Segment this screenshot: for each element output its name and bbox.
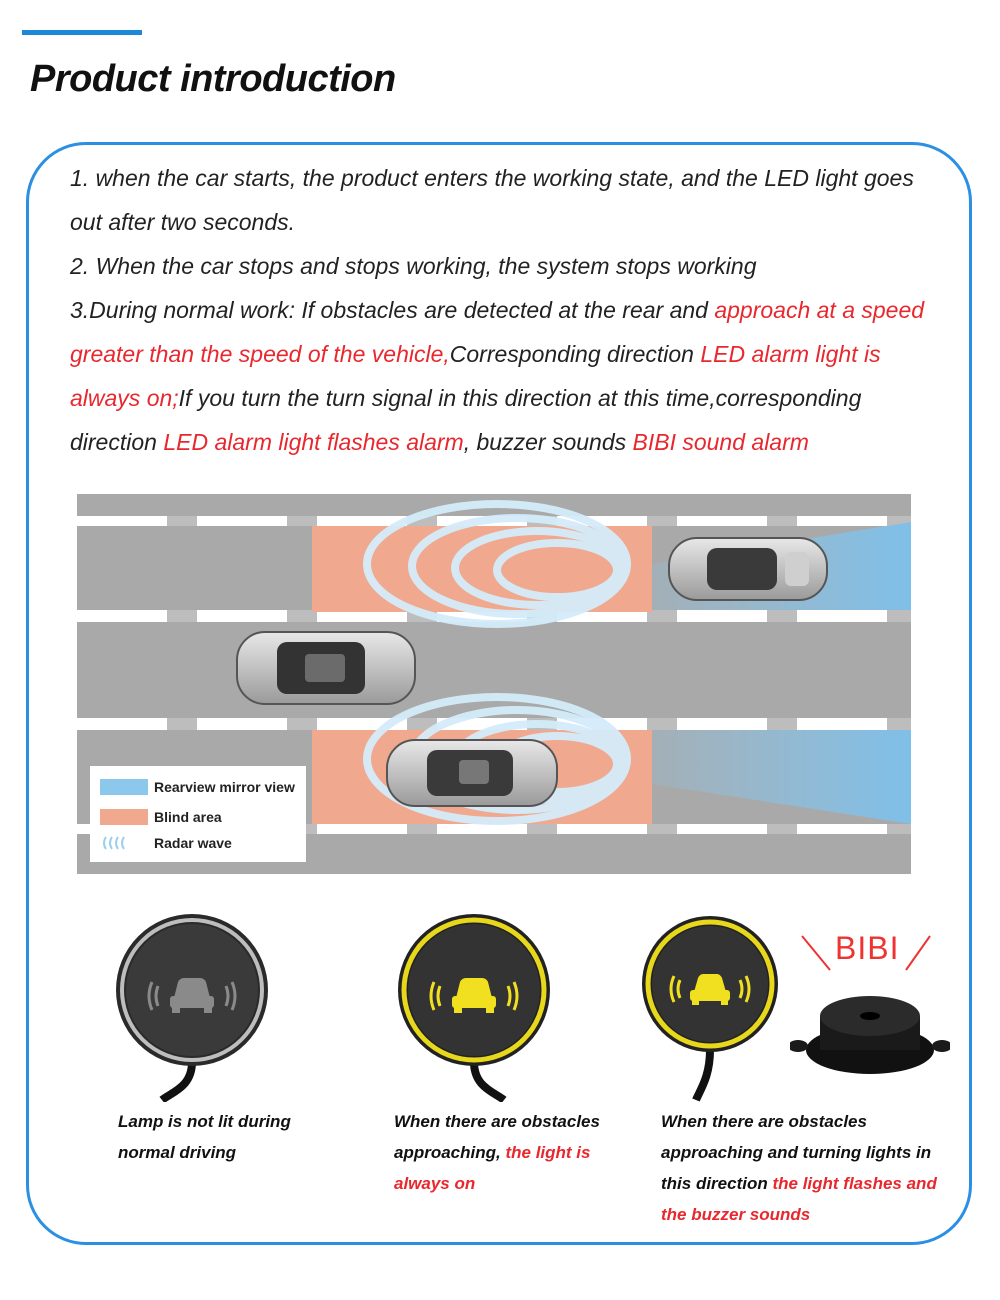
legend-item-mirror-view: Rearview mirror view (100, 776, 295, 798)
legend-label: Blind area (154, 809, 222, 825)
indicator-lamp-flash (642, 916, 778, 1102)
top-accent-rule (22, 30, 142, 35)
caption-highlight: the light flashes and the buzzer sounds (661, 1174, 937, 1224)
legend-swatch-blind-area (100, 809, 148, 825)
intro-point-3-highlight-d: BIBI sound alarm (632, 429, 809, 455)
car-radar-icon (170, 978, 214, 1013)
caption-text: When there are obstacles approaching, (394, 1112, 600, 1162)
caption-lamp-flash: When there are obstacles approaching and… (661, 1106, 961, 1230)
caption-text: Lamp is not lit during normal driving (118, 1112, 291, 1162)
caption-lamp-on: When there are obstacles approaching, th… (394, 1106, 624, 1199)
car-host-vehicle (236, 631, 416, 705)
intro-point-3: 3.During normal work: If obstacles are d… (70, 288, 930, 464)
buzzer-sound-label: BIBI (835, 930, 900, 966)
intro-text: 1. when the car starts, the product ente… (70, 156, 930, 464)
intro-point-3-text-a: 3.During normal work: If obstacles are d… (70, 297, 715, 323)
page-title: Product introduction (30, 58, 396, 100)
caption-text: When there are obstacles approaching and… (661, 1112, 932, 1193)
legend-swatch-mirror-view (100, 779, 148, 795)
radar-waves-top (363, 500, 631, 628)
intro-point-2: 2. When the car stops and stops working,… (70, 253, 757, 279)
intro-point-3-highlight-c: LED alarm light flashes alarm (163, 429, 464, 455)
car-approaching-bottom (386, 739, 558, 807)
intro-point-3-text-d: , buzzer sounds (463, 429, 633, 455)
legend-item-blind-area: Blind area (100, 806, 222, 828)
legend-label: Rearview mirror view (154, 779, 295, 795)
intro-point-3-highlight-b: LED alarm light is always on; (70, 341, 881, 411)
mirror-view-right (652, 730, 911, 824)
caption-highlight: the light is always on (394, 1143, 591, 1193)
content-frame (26, 142, 972, 1245)
intro-point-3-text-b: Corresponding direction (449, 341, 701, 367)
intro-point-3-text-c: If you turn the turn signal in this dire… (70, 385, 862, 455)
caption-lamp-off: Lamp is not lit during normal driving (118, 1106, 338, 1168)
legend: Rearview mirror view Blind area Radar wa… (90, 766, 306, 862)
radar-wave-icon (103, 836, 125, 850)
indicator-lamp-off (116, 914, 268, 1102)
legend-label: Radar wave (154, 835, 232, 851)
car-radar-icon (452, 978, 496, 1013)
intro-point-3-highlight-a: approach at a speed greater than the spe… (70, 297, 925, 367)
car-approaching-top (668, 537, 828, 601)
buzzer-icon (790, 935, 950, 1074)
intro-point-1: 1. when the car starts, the product ente… (70, 165, 914, 235)
car-radar-icon (690, 974, 730, 1005)
legend-item-radar-wave: Radar wave (100, 832, 232, 854)
indicator-lamp-on (398, 914, 550, 1102)
